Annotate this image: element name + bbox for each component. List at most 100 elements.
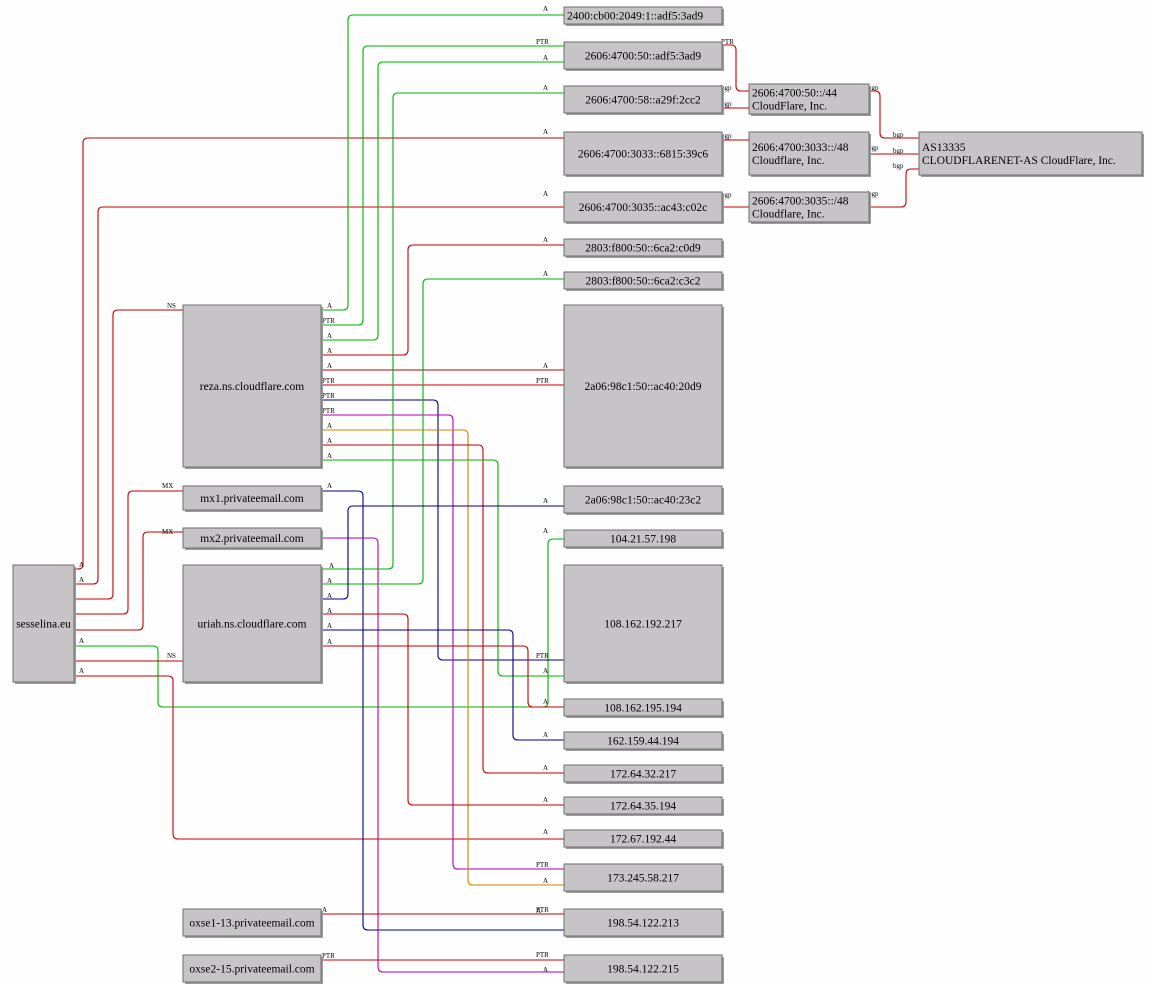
node-label: 2a06:98c1:50::ac40:23c2	[585, 495, 701, 507]
node-label: CloudFlare, Inc.	[752, 101, 827, 113]
edge-reza-to-v6_2400-a: AA	[322, 5, 564, 311]
node-label: 108.162.195.194	[604, 703, 682, 715]
node-oxse2[interactable]: oxse2-15.privateemail.com	[182, 954, 323, 984]
edge-sesselina-to-v6_3033-a: AA	[74, 128, 564, 570]
node-v6-2400[interactable]: 2400:cb00:2049:1::adf5:3ad9	[563, 6, 724, 26]
node-ip-108-217[interactable]: 108.162.192.217	[563, 564, 724, 684]
edge-label: A	[329, 562, 334, 570]
node-ip-172-67[interactable]: 172.67.192.44	[563, 829, 724, 849]
edge-label: MX	[162, 482, 173, 490]
edge-label: NS	[167, 302, 176, 310]
node-label: 2803:f800:50::6ca2:c0d9	[585, 243, 701, 255]
edge-oxse2-to-ip_198_215-ptr: PTR PTR	[322, 38, 734, 961]
node-v6-2606-58[interactable]: 2606:4700:58::a29f:2cc2	[563, 85, 724, 115]
node-sesselina[interactable]: sesselina.eu	[12, 564, 76, 684]
node-label: mx1.privateemail.com	[200, 493, 304, 505]
node-v6-2606-50[interactable]: 2606:4700:50::adf5:3ad9	[563, 41, 724, 71]
node-label: 198.54.122.215	[607, 964, 679, 976]
edge-label: bgp	[721, 191, 732, 199]
node-label: Cloudflare, Inc.	[752, 209, 825, 221]
edge-label: A	[536, 907, 541, 915]
edge-label: A	[327, 622, 332, 630]
edge-label: A	[79, 576, 84, 584]
node-mx2[interactable]: mx2.privateemail.com	[182, 527, 323, 550]
node-ip-173[interactable]: 173.245.58.217	[563, 863, 724, 893]
node-label: 198.54.122.213	[607, 918, 679, 930]
node-v6-3035[interactable]: 2606:4700:3035::ac43:c02c	[563, 191, 724, 224]
node-v6-2803a[interactable]: 2803:f800:50::6ca2:c0d9	[563, 238, 724, 258]
edge-label: NS	[167, 652, 176, 660]
edge-label: bgp	[868, 84, 879, 92]
edge-label: A	[79, 637, 84, 645]
node-ip-108-194[interactable]: 108.162.195.194	[563, 698, 724, 718]
node-uriah[interactable]: uriah.ns.cloudflare.com	[182, 564, 323, 684]
edge-uriah-to-ip_162-a: AA	[322, 629, 564, 741]
node-v6-2a06a[interactable]: 2a06:98c1:50::ac40:20d9	[563, 304, 724, 469]
edge-label: A	[543, 828, 548, 836]
node-ip-198-213[interactable]: 198.54.122.213	[563, 908, 724, 938]
node-label: AS13335	[922, 142, 966, 154]
edge-uriah-to-ip_172_35-a: AA	[322, 613, 564, 806]
edge-label: PTR	[322, 377, 335, 385]
edge-reza-to-ip_172_32-a: AA	[322, 437, 564, 774]
node-ip-198-215[interactable]: 198.54.122.215	[563, 954, 724, 984]
edge-label: bgp	[893, 147, 904, 155]
edge-label: A	[327, 638, 332, 646]
edge-label: PTR	[721, 38, 734, 46]
edge-mx1-to-ip_198_213-a: AA	[322, 482, 564, 931]
edge-label: A	[543, 5, 548, 13]
edge-label: A	[543, 796, 548, 804]
node-label: 162.159.44.194	[607, 736, 679, 748]
edge-label: A	[543, 128, 548, 136]
edge-label: PTR	[322, 407, 335, 415]
edge-sesselina-to-uriah-ns: NS	[74, 652, 183, 662]
node-v6-2a06b[interactable]: 2a06:98c1:50::ac40:23c2	[563, 485, 724, 515]
node-reza[interactable]: reza.ns.cloudflare.com	[182, 304, 323, 469]
edge-label: A	[543, 84, 548, 92]
edge-uriah-to-v6_2a06b-a: AA	[322, 497, 564, 615]
edge-label: A	[327, 577, 332, 585]
edge-label: MX	[162, 528, 173, 536]
edge-sesselina-to-v6_3035-a: AA	[74, 190, 564, 585]
node-label: 2a06:98c1:50::ac40:20d9	[585, 381, 702, 393]
node-ip-104[interactable]: 104.21.57.198	[563, 529, 724, 549]
node-ip-162[interactable]: 162.159.44.194	[563, 731, 724, 751]
edge-pfx_3035-to-as13335-bgp	[869, 168, 919, 208]
edge-sesselina-to-ip_104-a: AA	[74, 527, 564, 708]
edge-pfx_3033-to-as13335-bgp: bgp	[868, 153, 919, 198]
node-ip-172-35[interactable]: 172.64.35.194	[563, 796, 724, 816]
node-oxse1[interactable]: oxse1-13.privateemail.com	[182, 908, 323, 938]
node-label: 2606:4700:3035::/48	[752, 196, 849, 208]
edge-reza-to-ip_173-ptr: PTR PTR	[322, 407, 564, 870]
edge-label: PTR	[536, 861, 549, 869]
edge-label: bgp	[868, 190, 879, 198]
edge-sesselina-to-mx2-mx: MX	[74, 528, 183, 631]
node-label: 2606:4700:3035::ac43:c02c	[579, 202, 707, 214]
edge-label: A	[543, 270, 548, 278]
edge-label: bgp	[868, 144, 879, 152]
edge-uriah-to-ip_108_194-a: AA	[322, 645, 564, 914]
edge-label: A	[543, 731, 548, 739]
node-label: 2606:4700:50::adf5:3ad9	[585, 51, 702, 63]
edge-label: A	[322, 906, 327, 914]
edge-label: A	[327, 332, 332, 340]
edge-sesselina-to-reza-ns: NS	[74, 302, 183, 600]
node-ip-172-32[interactable]: 172.64.32.217	[563, 764, 724, 784]
edge-sesselina-to-ip_172_67-a: AA	[74, 667, 564, 840]
edge-label: bgp	[893, 162, 904, 170]
node-v6-2803b[interactable]: 2803:f800:50::6ca2:c3c2	[563, 271, 724, 291]
node-mx1[interactable]: mx1.privateemail.com	[182, 485, 323, 512]
node-v6-3033[interactable]: 2606:4700:3033::6815:39c6	[563, 131, 724, 177]
node-label: mx2.privateemail.com	[200, 533, 304, 545]
